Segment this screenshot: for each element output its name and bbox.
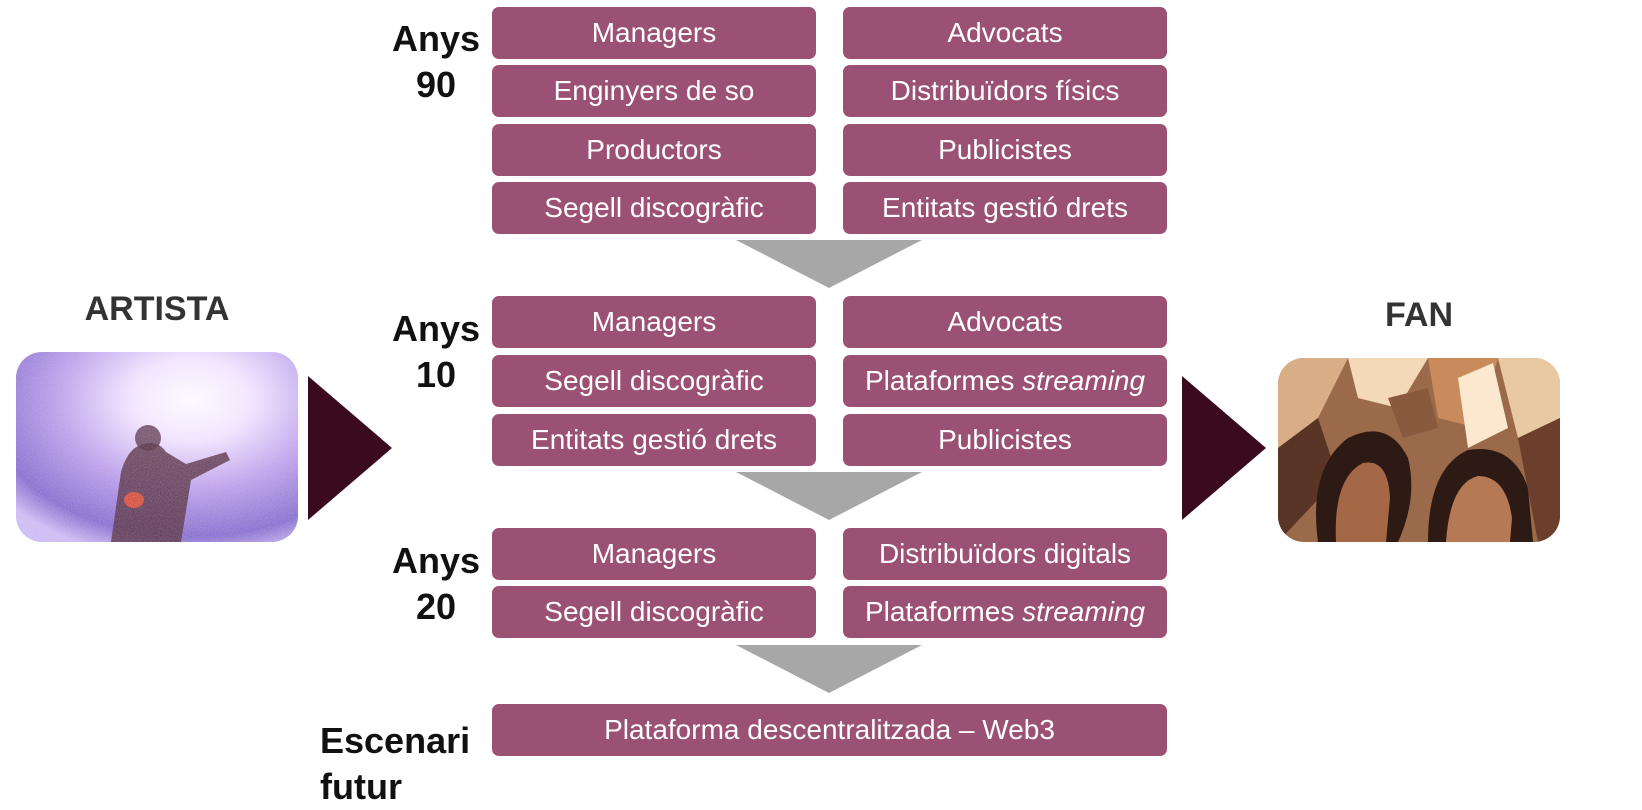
- actor-box: Publicistes: [843, 414, 1167, 466]
- actor-box: Managers: [492, 528, 816, 580]
- era-label-line1: Anys: [391, 18, 481, 59]
- down-arrow-shape: [736, 472, 922, 520]
- artist-photo: [16, 352, 298, 542]
- crowd-image: [1278, 358, 1560, 542]
- era-label-line2: 90: [415, 64, 457, 105]
- actor-box: Managers: [492, 7, 816, 59]
- actor-box: Managers: [492, 296, 816, 348]
- future-platform-box: Plataforma descentralitzada – Web3: [492, 704, 1167, 756]
- down-arrow-shape: [736, 240, 922, 288]
- era-label-20s: Anys 20: [388, 538, 484, 630]
- actor-box: Plataformes streaming: [843, 355, 1167, 407]
- actor-box: Segell discogràfic: [492, 586, 816, 638]
- era-label-10s: Anys 10: [388, 306, 484, 398]
- actor-box: Enginyers de so: [492, 65, 816, 117]
- actor-box: Advocats: [843, 296, 1167, 348]
- era-label-line2: 20: [415, 586, 457, 627]
- fan-photo: [1278, 358, 1560, 542]
- actor-box: Distribuïdors digitals: [843, 528, 1167, 580]
- right-arrow-shape: [1182, 376, 1266, 520]
- actor-box: Distribuïdors físics: [843, 65, 1167, 117]
- actor-box: Productors: [492, 124, 816, 176]
- down-arrow-shape: [736, 645, 922, 693]
- down-arrow-icon: [736, 240, 922, 288]
- actor-box: Entitats gestió drets: [843, 182, 1167, 234]
- era-label-line1: Anys: [391, 308, 481, 349]
- actor-box: Entitats gestió drets: [492, 414, 816, 466]
- actor-box: Segell discogràfic: [492, 355, 816, 407]
- era-label-90s: Anys 90: [388, 16, 484, 108]
- right-arrow-icon: [308, 376, 392, 520]
- era-label-line2: futur: [320, 766, 402, 807]
- actor-box: Plataformes streaming: [843, 586, 1167, 638]
- actor-box: Publicistes: [843, 124, 1167, 176]
- era-label-line1: Anys: [391, 540, 481, 581]
- era-label-line1: Escenari: [320, 720, 471, 761]
- era-label-line2: 10: [415, 354, 457, 395]
- right-arrow-shape: [308, 376, 392, 520]
- fan-label: FAN: [1385, 296, 1453, 334]
- down-arrow-icon: [736, 645, 922, 693]
- actor-box: Advocats: [843, 7, 1167, 59]
- actor-box: Segell discogràfic: [492, 182, 816, 234]
- era-label-future: Escenari futur: [320, 718, 480, 810]
- right-arrow-icon: [1182, 376, 1266, 520]
- concert-image: [16, 352, 298, 542]
- artist-label: ARTISTA: [84, 290, 230, 328]
- down-arrow-icon: [736, 472, 922, 520]
